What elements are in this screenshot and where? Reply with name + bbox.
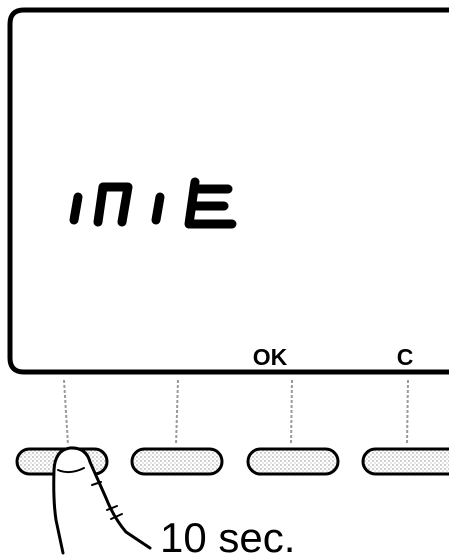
leader-lines (64, 380, 408, 445)
softkey-label-c: C (397, 344, 414, 370)
softkey-ok-button[interactable] (248, 449, 338, 474)
softkey-label-ok: OK (253, 344, 288, 370)
display-text-init: init (74, 182, 232, 224)
softkey-2-button[interactable] (132, 449, 222, 474)
hold-duration-label: 10 sec. (160, 514, 295, 559)
softkey-c-button[interactable] (363, 449, 449, 474)
